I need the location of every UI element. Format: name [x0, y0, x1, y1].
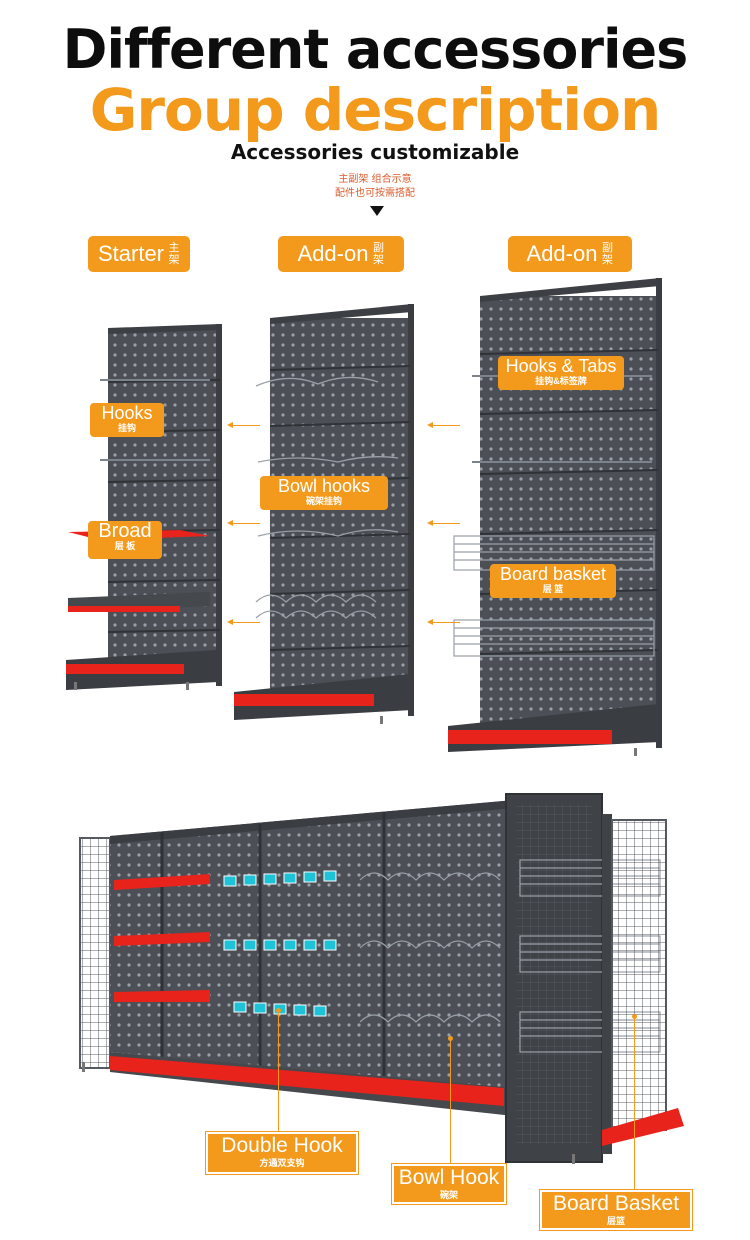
leader-line: [278, 1012, 279, 1134]
callout-broad-label: Broad: [98, 520, 152, 542]
callout-double-hook: Double Hook 方通双支钩: [205, 1131, 359, 1175]
callout-hooks-tabs-sub: 挂钩&标签牌: [535, 376, 587, 386]
callout-hooks-tabs-label: Hooks & Tabs: [505, 356, 617, 376]
callout-bowl-hooks-label: Bowl hooks: [277, 476, 371, 496]
addon-tag-1-sub: 副架: [372, 242, 384, 266]
combined-shelf-illustration: [79, 793, 684, 1164]
leader-line: [634, 1018, 635, 1190]
callout-board-basket-bottom-label: Board Basket: [552, 1192, 680, 1215]
addon-tag-2: Add-on 副架: [508, 236, 632, 272]
leader-dot: [632, 1014, 637, 1019]
arrow-left-icon: [427, 520, 460, 526]
arrow-left-icon: [427, 619, 460, 625]
page-title: Different accessories: [62, 18, 689, 81]
arrow-left-icon: [227, 520, 260, 526]
addon-shelf-2-illustration: [448, 278, 662, 756]
callout-hooks-sub: 挂钩: [117, 423, 136, 433]
callout-bowl-hooks: Bowl hooks 碗架挂钩: [260, 476, 388, 510]
tagline: Accessories customizable: [230, 140, 520, 164]
callout-hooks-label: Hooks: [101, 403, 153, 423]
callout-hooks-tabs: Hooks & Tabs 挂钩&标签牌: [498, 356, 624, 390]
leader-dot: [448, 1036, 453, 1041]
callout-bowl-hooks-sub: 碗架挂钩: [305, 496, 342, 506]
starter-tag-label: Starter: [97, 241, 165, 266]
callout-broad-sub: 层 板: [114, 541, 136, 551]
callout-bowl-hook-sub: 碗架: [439, 1190, 458, 1200]
arrow-left-icon: [227, 619, 260, 625]
callout-board-basket-sub: 层 篮: [542, 584, 564, 594]
starter-shelf-illustration: [66, 324, 222, 690]
callout-board-basket-label: Board basket: [499, 564, 607, 584]
leader-dot: [276, 1008, 281, 1013]
note-line-1: 主副架 组合示意: [338, 174, 412, 185]
starter-tag: Starter 主架: [88, 236, 190, 272]
callout-bowl-hook: Bowl Hook 碗架: [391, 1163, 507, 1205]
addon-shelf-1-illustration: [234, 304, 414, 724]
callout-bowl-hook-label: Bowl Hook: [398, 1166, 500, 1189]
callout-board-basket-bottom-sub: 层篮: [606, 1216, 625, 1226]
callout-board-basket-bottom: Board Basket 层篮: [539, 1189, 693, 1231]
callout-hooks: Hooks 挂钩: [90, 403, 164, 437]
arrow-down-icon: [370, 206, 384, 216]
addon-tag-1: Add-on 副架: [278, 236, 404, 272]
callout-double-hook-label: Double Hook: [221, 1134, 343, 1157]
callout-broad: Broad 层 板: [88, 521, 162, 559]
callout-board-basket: Board basket 层 篮: [490, 564, 616, 598]
leader-line: [450, 1040, 451, 1164]
addon-tag-2-label: Add-on: [526, 241, 598, 266]
arrow-left-icon: [427, 422, 460, 428]
addon-tag-1-label: Add-on: [297, 241, 369, 266]
page-subtitle: Group description: [89, 76, 662, 144]
callout-double-hook-sub: 方通双支钩: [259, 1158, 305, 1168]
addon-tag-2-sub: 副架: [601, 242, 613, 266]
note-line-2: 配件也可按需搭配: [335, 188, 415, 199]
arrow-left-icon: [227, 422, 260, 428]
starter-tag-sub: 主架: [168, 242, 180, 266]
